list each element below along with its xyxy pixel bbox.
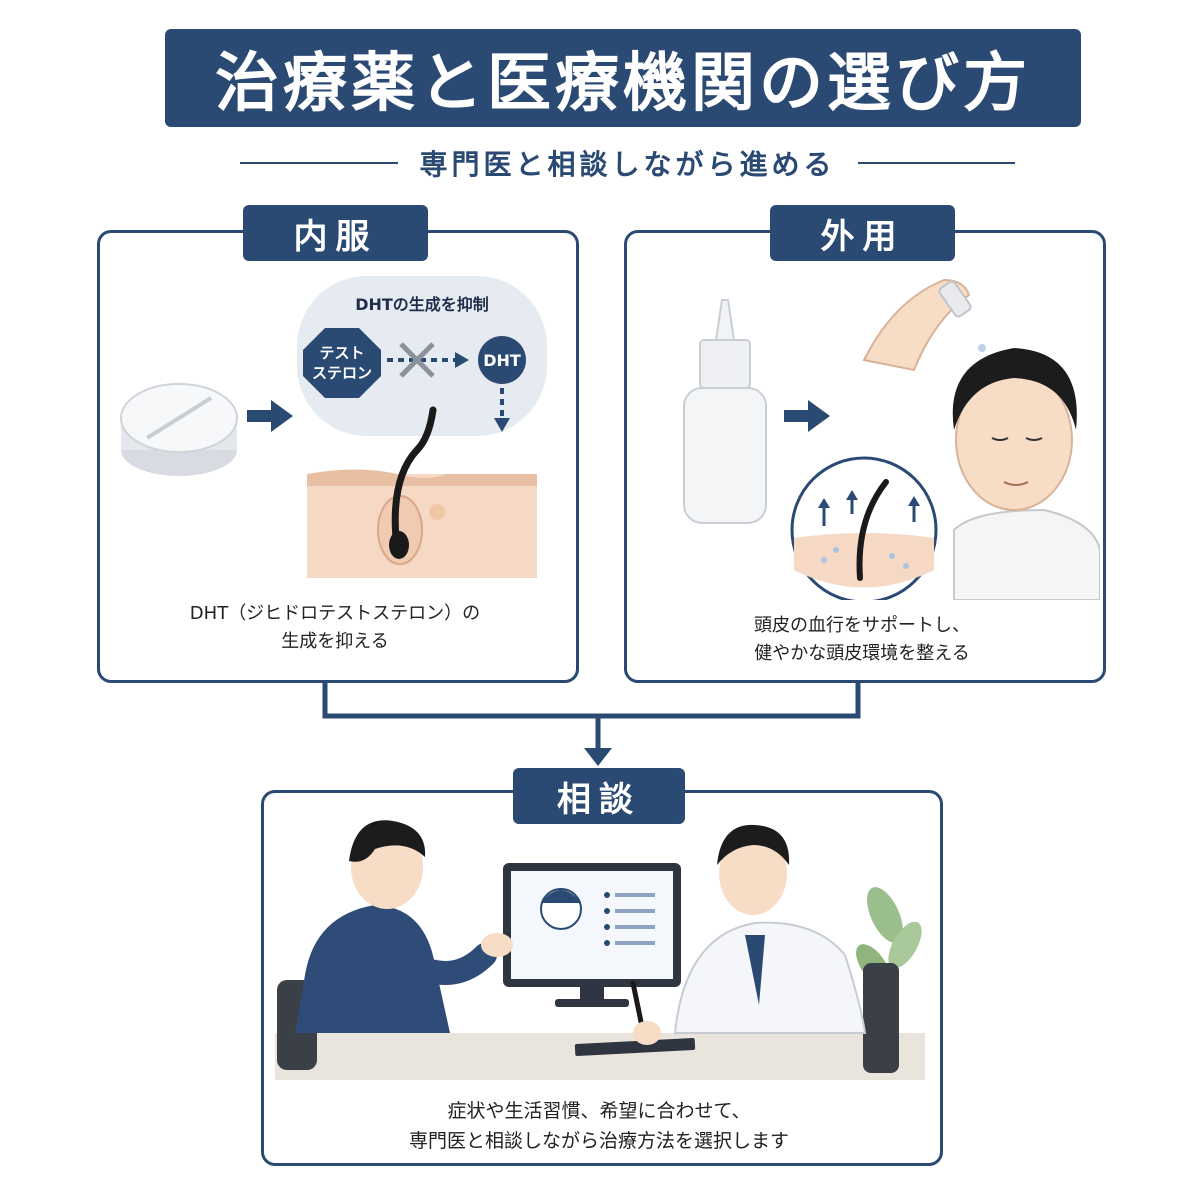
topical-illustration	[683, 278, 1100, 600]
topical-caption-line1: 頭皮の血行をサポートし、	[754, 615, 970, 636]
oral-caption-line1: DHT（ジヒドロテストステロン）の	[189, 603, 481, 624]
monitor-icon	[503, 863, 681, 1007]
dht-diagram-title: DHTの生成を抑制	[355, 295, 489, 314]
dht-label: DHT	[483, 351, 521, 370]
topical-caption: 頭皮の血行をサポートし、 健やかな頭皮環境を整える	[624, 612, 1100, 668]
oral-illustration: DHTの生成を抑制 テスト ステロン DHT	[120, 276, 547, 578]
subtitle-row: 専門医と相談しながら進める	[240, 138, 1016, 188]
consult-caption-line2: 専門医と相談しながら治療方法を選択します	[408, 1130, 789, 1152]
testosterone-octagon	[303, 328, 381, 398]
oral-tab: 内服	[243, 205, 428, 261]
dropper-bottle-icon	[683, 299, 767, 524]
subtitle-right-rule	[857, 162, 1016, 164]
pill-icon	[120, 383, 238, 476]
patient-icon	[277, 820, 513, 1070]
consult-caption-line1: 症状や生活習慣、希望に合わせて、	[447, 1100, 751, 1122]
page-title: 治療薬と医療機関の選び方	[165, 29, 1081, 127]
testosterone-label-1: テスト	[319, 344, 364, 362]
oral-caption: DHT（ジヒドロテストステロン）の 生成を抑える	[97, 600, 573, 656]
subtitle: 専門医と相談しながら進める	[419, 148, 836, 181]
consultation-illustration	[275, 820, 925, 1080]
page-title-text: 治療薬と医療機関の選び方	[215, 47, 1031, 121]
scalp-closeup	[790, 456, 938, 600]
man-applying-icon	[862, 278, 1100, 600]
oral-tab-label: 内服	[293, 216, 378, 257]
topical-caption-line2: 健やかな頭皮環境を整える	[754, 643, 970, 664]
skin-cross-section	[307, 406, 537, 578]
cross-icon	[399, 342, 435, 378]
consult-caption: 症状や生活習慣、希望に合わせて、 専門医と相談しながら治療方法を選択します	[261, 1096, 937, 1156]
dht-circle	[478, 336, 526, 384]
topical-tab: 外用	[770, 205, 955, 261]
oral-caption-line2: 生成を抑える	[281, 631, 389, 652]
arrow-right-icon	[247, 400, 293, 432]
topical-tab-label: 外用	[820, 216, 905, 257]
doctor-icon	[574, 824, 899, 1073]
subtitle-left-rule	[240, 162, 398, 164]
consult-tab: 相談	[513, 768, 685, 824]
testosterone-label-2: ステロン	[312, 364, 372, 382]
consult-tab-label: 相談	[557, 779, 641, 820]
arrow-right-icon	[784, 400, 830, 432]
